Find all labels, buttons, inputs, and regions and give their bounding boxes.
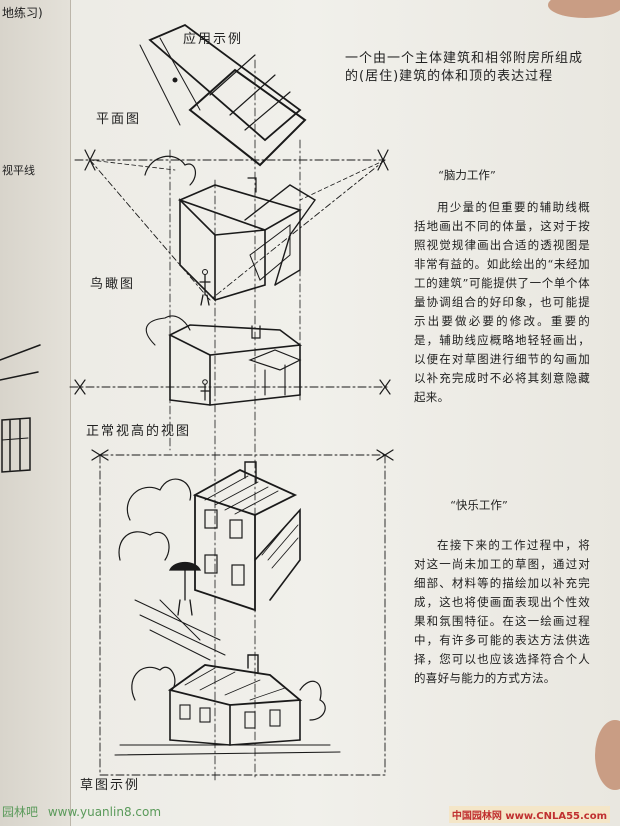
label-eye-level-view: 正常视高的视图 <box>86 424 192 439</box>
label-plan-view: 平面图 <box>96 112 142 127</box>
watermark-left: 园林吧 www.yuanlin8.com <box>2 803 161 820</box>
finger-bottom <box>595 720 620 790</box>
section-body-happy-work: 在接下来的工作过程中，将对这一尚未加工的草图，通过对细部、材料等的描绘加以补充完… <box>414 538 590 685</box>
margin-fragment-side: 视平线 <box>2 164 35 177</box>
watermark-left-brand: 园林吧 <box>2 805 39 819</box>
previous-page-edge <box>0 0 71 826</box>
label-sketch-example: 草图示例 <box>80 778 141 793</box>
margin-fragment-top: 地练习) <box>2 6 43 20</box>
section-title-happy-work: “快乐工作” <box>450 498 508 512</box>
headnote: 一个由一个主体建筑和相邻附房所组成的(居住)建筑的体和顶的表达过程 <box>345 51 584 84</box>
label-birds-eye-view: 鸟瞰图 <box>90 277 136 292</box>
watermark-left-url: www.yuanlin8.com <box>47 805 162 819</box>
section-body-mental-work: 用少量的但重要的辅助线概括地画出不同的体量，这对于按照视觉规律画出合适的透视图是… <box>414 200 590 404</box>
finger-top <box>548 0 620 18</box>
label-application-example: 应用示例 <box>183 32 244 47</box>
watermark-right: 中国园林网 www.CNLA55.com <box>448 806 610 823</box>
section-title-mental-work: “脑力工作” <box>438 168 496 182</box>
